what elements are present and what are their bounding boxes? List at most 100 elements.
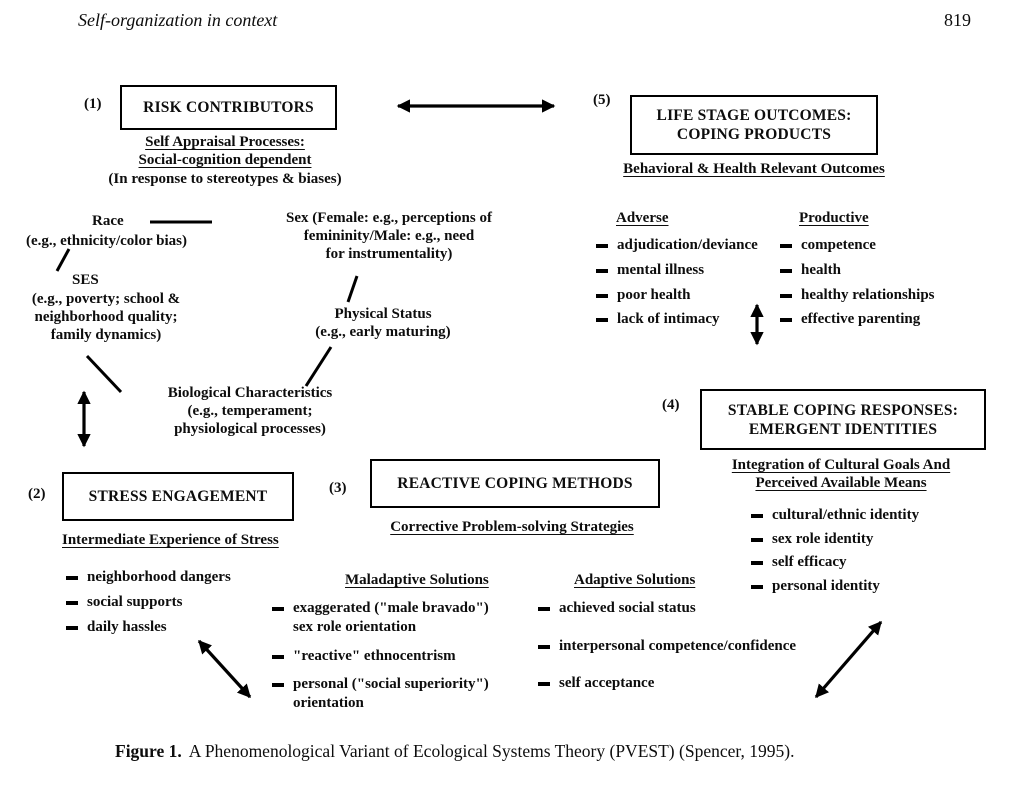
- adverse-item: mental illness: [617, 262, 705, 278]
- node5-box-life-stage-outcomes: LIFE STAGE OUTCOMES:COPING PRODUCTS: [630, 95, 878, 155]
- list-item: "reactive" ethnocentrism: [272, 647, 456, 666]
- race-detail: (e.g., ethnicity/color bias): [26, 233, 187, 249]
- risk-subtitle: Self Appraisal Processes:Social-cognitio…: [138, 134, 312, 168]
- page-number: 819: [944, 10, 971, 30]
- list-item: self efficacy: [751, 553, 847, 572]
- adaptive-item: achieved social status: [559, 600, 696, 616]
- connector-physical-biological: [304, 346, 333, 387]
- bullet-dash: [780, 269, 792, 273]
- running-head: Self-organization in context: [78, 10, 278, 30]
- list-item: personal identity: [751, 577, 880, 596]
- identity-item: personal identity: [772, 578, 880, 594]
- identity-item: sex role identity: [772, 531, 874, 547]
- figure-caption: Figure 1. A Phenomenological Variant of E…: [115, 739, 825, 764]
- bullet-dash: [538, 645, 550, 649]
- maladaptive-item: "reactive" ethnocentrism: [293, 648, 456, 664]
- productive-item: competence: [801, 237, 876, 253]
- identity-item: cultural/ethnic identity: [772, 507, 920, 523]
- risk-note: (In response to stereotypes & biases): [108, 171, 342, 187]
- list-item: interpersonal competence/confidence: [538, 637, 796, 656]
- race-label: Race: [92, 213, 124, 229]
- adaptive-item: interpersonal competence/confidence: [559, 638, 797, 654]
- stress-item: social supports: [87, 594, 183, 610]
- list-item: personal ("social superiority")orientati…: [272, 675, 489, 713]
- node1-number: (1): [84, 96, 102, 112]
- figure-caption-label: Figure 1.: [115, 741, 182, 761]
- maladaptive-item: personal ("social superiority")orientati…: [293, 676, 489, 711]
- bullet-dash: [596, 318, 608, 322]
- list-item: cultural/ethnic identity: [751, 506, 919, 525]
- physical-status-block: Physical Status(e.g., early maturing): [315, 306, 451, 340]
- list-item: self acceptance: [538, 674, 654, 693]
- bullet-dash: [751, 585, 763, 589]
- figure-caption-text: A Phenomenological Variant of Ecological…: [188, 741, 795, 761]
- maladaptive-item: exaggerated ("male bravado")sex role ori…: [293, 600, 489, 635]
- adaptive-heading: Adaptive Solutions: [574, 572, 696, 588]
- adverse-item: adjudication/deviance: [617, 237, 758, 253]
- bullet-dash: [272, 655, 284, 659]
- productive-item: health: [801, 262, 842, 278]
- bullet-dash: [272, 683, 284, 687]
- arrow-stress-coping: [197, 639, 252, 699]
- node1-title: RISK CONTRIBUTORS: [143, 99, 314, 116]
- node2-title: STRESS ENGAGEMENT: [88, 488, 268, 505]
- bullet-dash: [538, 682, 550, 686]
- ses-label: SES: [72, 272, 99, 288]
- bullet-dash: [751, 561, 763, 565]
- biological-characteristics-block: Biological Characteristics(e.g., tempera…: [167, 385, 333, 437]
- node4-number: (4): [662, 397, 680, 413]
- list-item: adjudication/deviance: [596, 236, 758, 255]
- outcomes-subtitle: Behavioral & Health Relevant Outcomes: [623, 161, 885, 177]
- node4-title: STABLE COPING RESPONSES:EMERGENT IDENTIT…: [727, 401, 959, 438]
- bullet-dash: [538, 607, 550, 611]
- identity-item: self efficacy: [772, 554, 847, 570]
- list-item: exaggerated ("male bravado")sex role ori…: [272, 599, 489, 637]
- adverse-item: poor health: [617, 287, 691, 303]
- node4-box-stable-coping-responses: STABLE COPING RESPONSES:EMERGENT IDENTIT…: [700, 389, 986, 450]
- maladaptive-heading: Maladaptive Solutions: [345, 572, 489, 588]
- list-item: effective parenting: [780, 310, 920, 329]
- bullet-dash: [596, 244, 608, 248]
- adaptive-item: self acceptance: [559, 675, 655, 691]
- list-item: health: [780, 261, 841, 280]
- bullet-dash: [272, 607, 284, 611]
- stress-item: daily hassles: [87, 619, 167, 635]
- productive-heading: Productive: [799, 210, 869, 226]
- stress-subtitle: Intermediate Experience of Stress: [62, 532, 279, 548]
- node5-number: (5): [593, 92, 611, 108]
- list-item: lack of intimacy: [596, 310, 720, 329]
- arrow-coping-identities: [814, 620, 883, 699]
- bullet-dash: [596, 294, 608, 298]
- list-item: daily hassles: [66, 618, 167, 637]
- node3-number: (3): [329, 480, 347, 496]
- ses-detail: (e.g., poverty; school &neighborhood qua…: [31, 291, 181, 343]
- productive-item: effective parenting: [801, 311, 921, 327]
- bullet-dash: [596, 269, 608, 273]
- node1-box-risk-contributors: RISK CONTRIBUTORS: [120, 85, 337, 130]
- adverse-item: lack of intimacy: [617, 311, 720, 327]
- list-item: neighborhood dangers: [66, 568, 231, 587]
- list-item: sex role identity: [751, 530, 873, 549]
- stress-item: neighborhood dangers: [87, 569, 231, 585]
- bullet-dash: [751, 538, 763, 542]
- bullet-dash: [780, 294, 792, 298]
- bullet-dash: [66, 626, 78, 630]
- list-item: poor health: [596, 286, 690, 305]
- list-item: social supports: [66, 593, 182, 612]
- connector-ses-biological: [85, 354, 123, 394]
- list-item: healthy relationships: [780, 286, 935, 305]
- bullet-dash: [780, 244, 792, 248]
- node5-title: LIFE STAGE OUTCOMES:COPING PRODUCTS: [656, 107, 852, 143]
- node3-box-reactive-coping-methods: REACTIVE COPING METHODS: [370, 459, 660, 508]
- bullet-dash: [751, 514, 763, 518]
- list-item: achieved social status: [538, 599, 696, 618]
- adverse-heading: Adverse: [616, 210, 669, 226]
- coping-subtitle: Corrective Problem-solving Strategies: [390, 519, 634, 535]
- node2-number: (2): [28, 486, 46, 502]
- bullet-dash: [66, 576, 78, 580]
- bullet-dash: [780, 318, 792, 322]
- node3-title: REACTIVE COPING METHODS: [397, 475, 633, 492]
- bullet-dash: [66, 601, 78, 605]
